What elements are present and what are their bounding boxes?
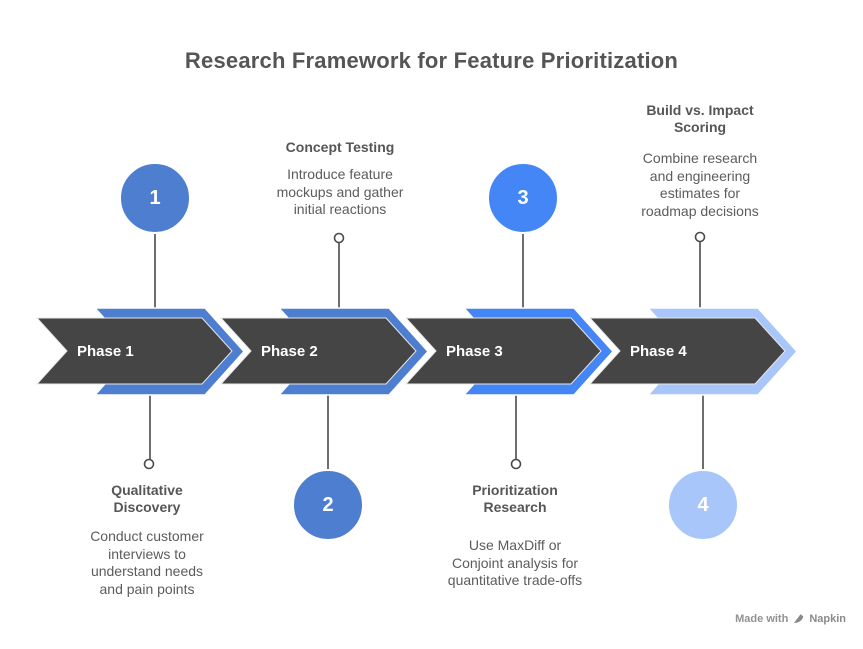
phase-2-text-block: Concept Testing Introduce feature mockup…	[240, 139, 440, 219]
phase-3-arrow-label: Phase 3	[446, 343, 503, 360]
phase-3-text-block: Prioritization Research Use MaxDiff or C…	[415, 482, 615, 590]
watermark-brand-text: Napkin	[809, 612, 846, 625]
phase-2-ring	[333, 232, 345, 244]
page-title: Research Framework for Feature Prioritiz…	[184, 48, 679, 73]
phase-4-circle	[667, 469, 739, 541]
phase-4-number: 4	[697, 494, 709, 516]
phase-3-description: Use MaxDiff or Conjoint analysis for qua…	[447, 537, 583, 588]
phase-1-ring	[143, 458, 155, 470]
phase-4-heading: Build vs. Impact	[646, 102, 754, 118]
phase-3-ring	[510, 458, 522, 470]
connector-rings	[143, 231, 706, 470]
phase-3-number: 3	[517, 187, 529, 209]
phase-1-text-block: Qualitative Discovery Conduct customer i…	[47, 482, 247, 598]
phase-1-arrow-label: Phase 1	[77, 343, 134, 360]
phase-1-number: 1	[149, 187, 161, 209]
phase-2-circle	[292, 469, 364, 541]
phase-1-description: Conduct customer interviews to understan…	[90, 528, 204, 597]
phase-4-arrow-body	[588, 317, 786, 385]
phase-4-description: Combine research and engineering estimat…	[641, 150, 759, 219]
phase-4-text-block: Build vs. Impact Scoring Combine researc…	[600, 102, 800, 220]
napkin-logo-icon	[794, 614, 804, 623]
phase-4-arrow-label: Phase 4	[630, 343, 687, 360]
napkin-watermark: Made with Napkin	[735, 612, 846, 625]
phase-2-heading: Concept Testing	[285, 139, 395, 155]
phase-3-heading: Prioritization	[472, 482, 558, 498]
phase-3-arrow	[404, 307, 615, 396]
phase-2-description: Introduce feature mockups and gather ini…	[276, 166, 404, 217]
phase-4-arrow	[588, 307, 799, 396]
phase-1-circle	[119, 162, 191, 234]
phase-3-circle	[487, 162, 559, 234]
connector-lines	[149, 233, 704, 469]
phase-2-arrow-label: Phase 2	[261, 343, 318, 360]
phase-3-arrow-body	[404, 317, 602, 385]
phase-2-arrow	[219, 307, 430, 396]
watermark-made-with-text: Made with	[735, 612, 789, 625]
phase-2-number: 2	[322, 494, 334, 516]
phase-2-arrow-body	[219, 317, 417, 385]
phase-4-ring	[694, 231, 706, 243]
phase-1-arrow	[35, 307, 246, 396]
phase-1-arrow-body	[35, 317, 233, 385]
phase-1-heading: Qualitative	[111, 482, 183, 498]
